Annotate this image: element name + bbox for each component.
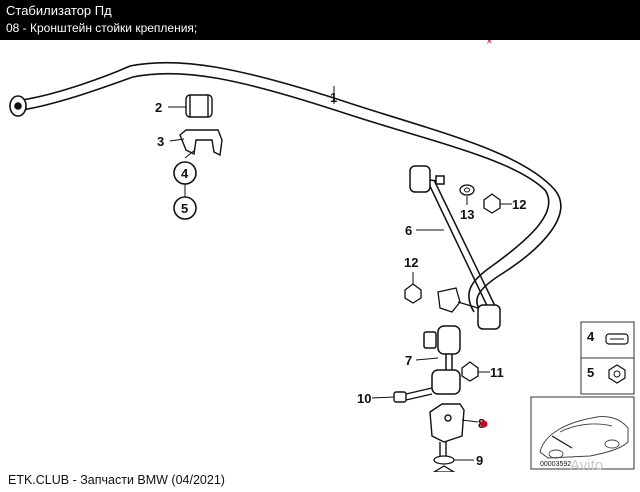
link-rod-part (409, 165, 501, 330)
legend-label-4: 4 (587, 329, 595, 344)
label-1: 1 (330, 90, 337, 105)
footer-caption: ETK.CLUB - Запчасти BMW (04/2021) (8, 473, 225, 487)
link-part (423, 325, 461, 395)
bracket-part (429, 403, 465, 458)
label-5: 5 (181, 201, 188, 216)
label-10: 10 (357, 391, 371, 406)
label-12-bottom: 12 (392, 469, 406, 472)
label-12-top: 12 (512, 197, 526, 212)
legend-box: 4 5 (580, 321, 635, 395)
parts-diagram: 2 3 4 5 1 6 12 13 12 7 11 10 8 9 12 ✕ 4 … (9, 40, 635, 472)
page-title: Стабилизатор Пд (6, 3, 112, 18)
stabilizer-bar (9, 61, 562, 313)
label-7: 7 (405, 353, 412, 368)
watermark-text: Avito (570, 457, 603, 472)
clamp-part (179, 129, 223, 157)
red-marker (480, 420, 488, 428)
label-6: 6 (405, 223, 412, 238)
label-11: 11 (490, 365, 504, 380)
label-9: 9 (476, 453, 483, 468)
label-13: 13 (460, 207, 474, 222)
legend-label-5: 5 (587, 365, 594, 380)
page-subtitle: 08 - Кронштейн стойки крепления; (6, 21, 198, 35)
car-inset: 00003592 Avito (530, 396, 635, 472)
svg-text:✕: ✕ (486, 40, 493, 46)
bushing-part (185, 94, 213, 118)
label-12-mid: 12 (404, 255, 418, 270)
header-bar: Стабилизатор Пд 08 - Кронштейн стойки кр… (0, 0, 640, 40)
label-3: 3 (157, 134, 164, 149)
image-number: 00003592 (540, 461, 571, 468)
label-4: 4 (181, 166, 189, 181)
label-2: 2 (155, 100, 162, 115)
